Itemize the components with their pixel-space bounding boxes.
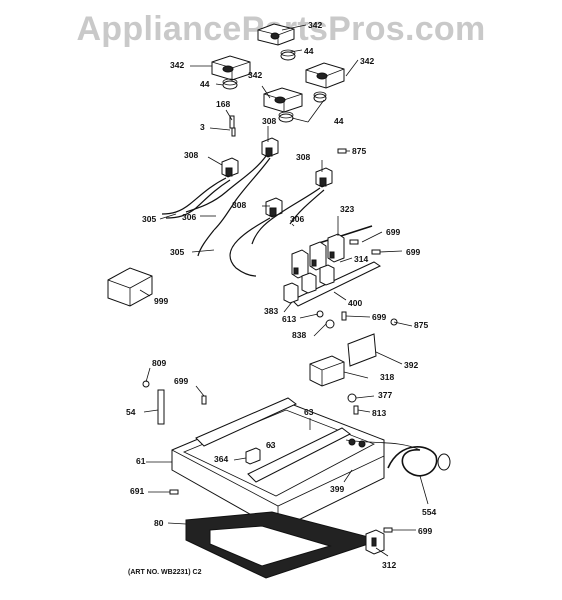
callout-342: 342 [308, 20, 322, 30]
orifice-holder-left[interactable] [221, 157, 239, 178]
screw-699-d[interactable] [201, 395, 207, 405]
bracket-54[interactable] [157, 389, 165, 425]
callout-labels: 342 44 342 342 342 44 44 168 3 308 308 3… [126, 20, 436, 576]
orifice-holder-center[interactable] [261, 137, 279, 158]
burner-cap-right[interactable] [313, 91, 327, 103]
callout-44: 44 [200, 79, 210, 89]
callout-308: 308 [262, 116, 276, 126]
callout-400: 400 [348, 298, 362, 308]
callout-44: 44 [334, 116, 344, 126]
callout-809: 809 [152, 358, 166, 368]
wire-323[interactable] [315, 225, 373, 245]
callout-306: 306 [290, 214, 304, 224]
callout-838: 838 [292, 330, 306, 340]
callout-392: 392 [404, 360, 418, 370]
gas-inlet-312[interactable] [365, 529, 385, 555]
callout-3: 3 [200, 122, 205, 132]
callout-63: 63 [304, 407, 314, 417]
grommet-377[interactable] [347, 393, 357, 403]
screw-699-c[interactable] [341, 311, 347, 321]
orifice-holder-front[interactable] [265, 197, 283, 218]
callout-80: 80 [154, 518, 164, 528]
screw-699-e[interactable] [383, 527, 393, 533]
callout-699: 699 [418, 526, 432, 536]
callout-342: 342 [360, 56, 374, 66]
nut-838[interactable] [325, 319, 335, 329]
gas-valves-314[interactable] [283, 233, 345, 304]
support-rail-63-b[interactable] [247, 427, 351, 483]
spark-module-999[interactable] [107, 267, 153, 307]
callout-168: 168 [216, 99, 230, 109]
callout-554: 554 [422, 507, 436, 517]
burner-cap-mid[interactable] [278, 111, 294, 123]
callout-305: 305 [170, 247, 184, 257]
callout-364: 364 [214, 454, 228, 464]
callout-875: 875 [352, 146, 366, 156]
burner-cap-top[interactable] [280, 49, 296, 61]
burner-head-mid[interactable] [263, 87, 303, 113]
callout-383: 383 [264, 306, 278, 316]
screw-691[interactable] [169, 489, 179, 495]
callout-342: 342 [170, 60, 184, 70]
callout-875: 875 [414, 320, 428, 330]
heat-shield-80[interactable] [185, 511, 382, 579]
burner-head-left[interactable] [211, 55, 251, 81]
gas-tube-306-a[interactable] [185, 155, 271, 231]
screw-699-a[interactable] [349, 239, 359, 245]
terminal-block-318[interactable] [309, 355, 345, 387]
screw-813[interactable] [353, 405, 359, 415]
callout-699: 699 [174, 376, 188, 386]
screw-3[interactable] [231, 127, 236, 137]
screw-875-top[interactable] [337, 148, 347, 154]
callout-399: 399 [330, 484, 344, 494]
callout-613: 613 [282, 314, 296, 324]
burner-cap-left[interactable] [222, 78, 238, 90]
callout-699: 699 [406, 247, 420, 257]
burner-head-right[interactable] [305, 62, 345, 89]
gas-tube-305-lower[interactable] [197, 217, 271, 277]
manifold-400[interactable] [291, 261, 382, 307]
bracket-364[interactable] [245, 447, 261, 465]
callout-63: 63 [266, 440, 276, 450]
art-number: (ART NO. WB2231) C2 [128, 569, 202, 576]
orifice-holder-right[interactable] [315, 167, 333, 188]
callout-305: 305 [142, 214, 156, 224]
bracket-392[interactable] [347, 318, 398, 367]
callout-308: 308 [232, 200, 246, 210]
callout-308: 308 [184, 150, 198, 160]
callout-318: 318 [380, 372, 394, 382]
callout-377: 377 [378, 390, 392, 400]
callout-342: 342 [248, 70, 262, 80]
callout-61: 61 [136, 456, 146, 466]
callout-314: 314 [354, 254, 368, 264]
screw-699-b[interactable] [371, 249, 381, 255]
callout-44: 44 [304, 46, 314, 56]
burner-head-top[interactable] [257, 23, 295, 46]
callout-999: 999 [154, 296, 168, 306]
leader-lines [139, 24, 429, 557]
callout-813: 813 [372, 408, 386, 418]
callout-699: 699 [372, 312, 386, 322]
callout-306: 306 [182, 212, 196, 222]
callout-308: 308 [296, 152, 310, 162]
callout-312: 312 [382, 560, 396, 570]
callout-691: 691 [130, 486, 144, 496]
gas-tube-306-b[interactable] [251, 187, 325, 245]
callout-54: 54 [126, 407, 136, 417]
power-cord-554[interactable] [387, 446, 451, 477]
callout-323: 323 [340, 204, 354, 214]
callout-699: 699 [386, 227, 400, 237]
support-rail-63-a[interactable] [195, 397, 297, 447]
